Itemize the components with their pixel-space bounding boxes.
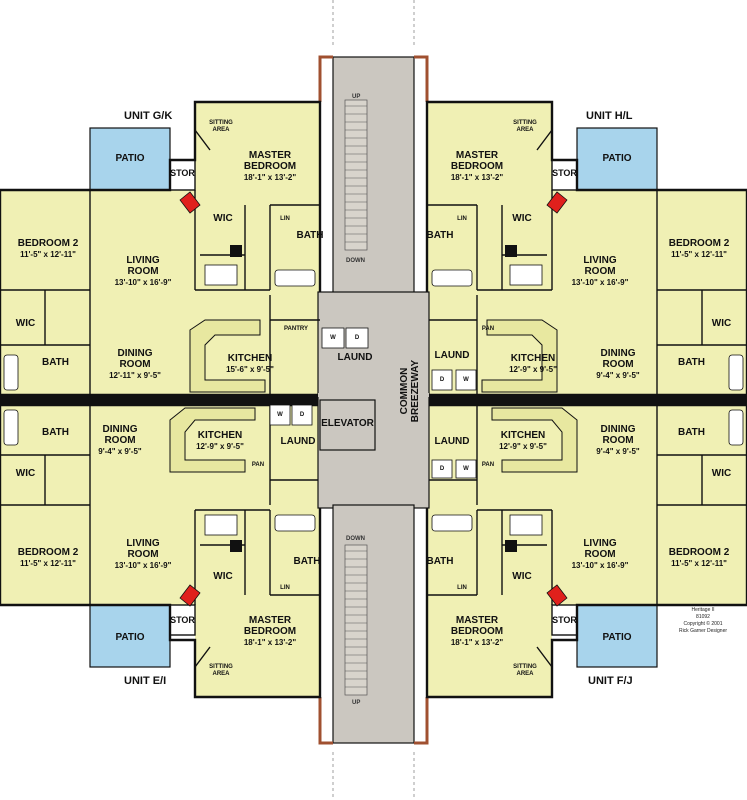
patio-tl: PATIO: [115, 153, 145, 164]
credit-plan-no: 81092: [696, 614, 710, 620]
wic-br-master: WIC: [512, 571, 532, 582]
lin-br: LIN: [457, 585, 467, 591]
laund-br: LAUND: [434, 436, 470, 447]
stor-br: STOR: [552, 615, 577, 625]
laund-tr: LAUND: [434, 350, 470, 361]
kitchen-counters: [169, 319, 578, 473]
washer-tl: W: [330, 335, 336, 341]
unit-label-top-left: UNIT G/K: [124, 110, 173, 122]
fireplace-hearths: [230, 245, 517, 552]
breezeway-label: COMMON BREEZEWAY: [399, 359, 421, 423]
lin-tl: LIN: [280, 216, 290, 222]
dryer-bl: D: [299, 412, 305, 418]
guide-lines: [332, 0, 415, 800]
bath-bl-bed2: BATH: [41, 427, 70, 438]
washer-tr: W: [463, 377, 469, 383]
wic-tr-bed2: WIC: [711, 318, 732, 329]
stair-up-top: UP: [352, 94, 361, 100]
bath-tl-master: BATH: [296, 230, 324, 241]
stor-tr: STOR: [552, 168, 577, 178]
wic-bl-master: WIC: [213, 571, 233, 582]
patio-bl: PATIO: [115, 632, 145, 643]
stair-up-bottom: UP: [352, 700, 361, 706]
dryer-tr: D: [439, 377, 445, 383]
washer-br: W: [463, 466, 469, 472]
unit-label-top-right: UNIT H/L: [586, 110, 633, 122]
credit-plan-name: Heritage II: [691, 607, 715, 613]
stairs: [344, 99, 368, 696]
wic-tl-bed2: WIC: [15, 318, 36, 329]
pan-tr: PAN: [481, 326, 495, 332]
unit-label-bottom-left: UNIT E/I: [124, 675, 167, 687]
elevator-shaft: [319, 399, 376, 451]
patio-br: PATIO: [602, 632, 632, 643]
wic-br-bed2: WIC: [711, 468, 732, 479]
credit-block: Heritage II 81092 Copyright © 2001 Rick …: [668, 607, 738, 635]
dryer-tl: D: [354, 335, 360, 341]
pan-br: PAN: [481, 462, 495, 468]
pan-bl: PAN: [251, 462, 265, 468]
fireplaces: [179, 191, 568, 607]
wic-bl-bed2: WIC: [15, 468, 36, 479]
lin-tr: LIN: [457, 216, 467, 222]
sitting-area-tl: SITTING AREA: [209, 120, 233, 133]
bath-br-bed2: BATH: [677, 427, 706, 438]
washer-bl: W: [277, 412, 283, 418]
bath-tr-bed2: BATH: [677, 357, 706, 368]
credit-designer: Rick Garner Designer: [678, 628, 728, 634]
sitting-area-bl: SITTING AREA: [209, 664, 233, 677]
stair-down-bottom: DOWN: [346, 536, 365, 542]
sitting-area-br: SITTING AREA: [513, 664, 537, 677]
patios: [89, 127, 658, 668]
laund-tl: LAUND: [337, 352, 373, 363]
credit-copyright: Copyright © 2001: [683, 621, 723, 627]
brick-edge: [318, 55, 429, 745]
dryer-br: D: [439, 466, 445, 472]
wic-tr-master: WIC: [512, 213, 532, 224]
pantry-tl: PANTRY: [284, 326, 308, 332]
wic-tl-master: WIC: [213, 213, 233, 224]
party-wall: [0, 393, 747, 405]
fixtures: [3, 264, 744, 536]
bath-tl-bed2: BATH: [41, 357, 70, 368]
unit-label-bottom-right: UNIT F/J: [588, 675, 633, 687]
bath-tr-master: BATH: [426, 230, 454, 241]
sitting-area-tr: SITTING AREA: [513, 120, 537, 133]
stor-bl: STOR: [170, 615, 195, 625]
lin-bl: LIN: [280, 585, 290, 591]
elevator-label: ELEVATOR: [321, 418, 374, 429]
stair-down-top: DOWN: [346, 258, 365, 264]
bath-br-master: BATH: [426, 556, 454, 567]
patio-tr: PATIO: [602, 153, 632, 164]
laund-bl: LAUND: [280, 436, 316, 447]
bath-bl-master: BATH: [293, 556, 321, 567]
stor-tl: STOR: [170, 168, 195, 178]
